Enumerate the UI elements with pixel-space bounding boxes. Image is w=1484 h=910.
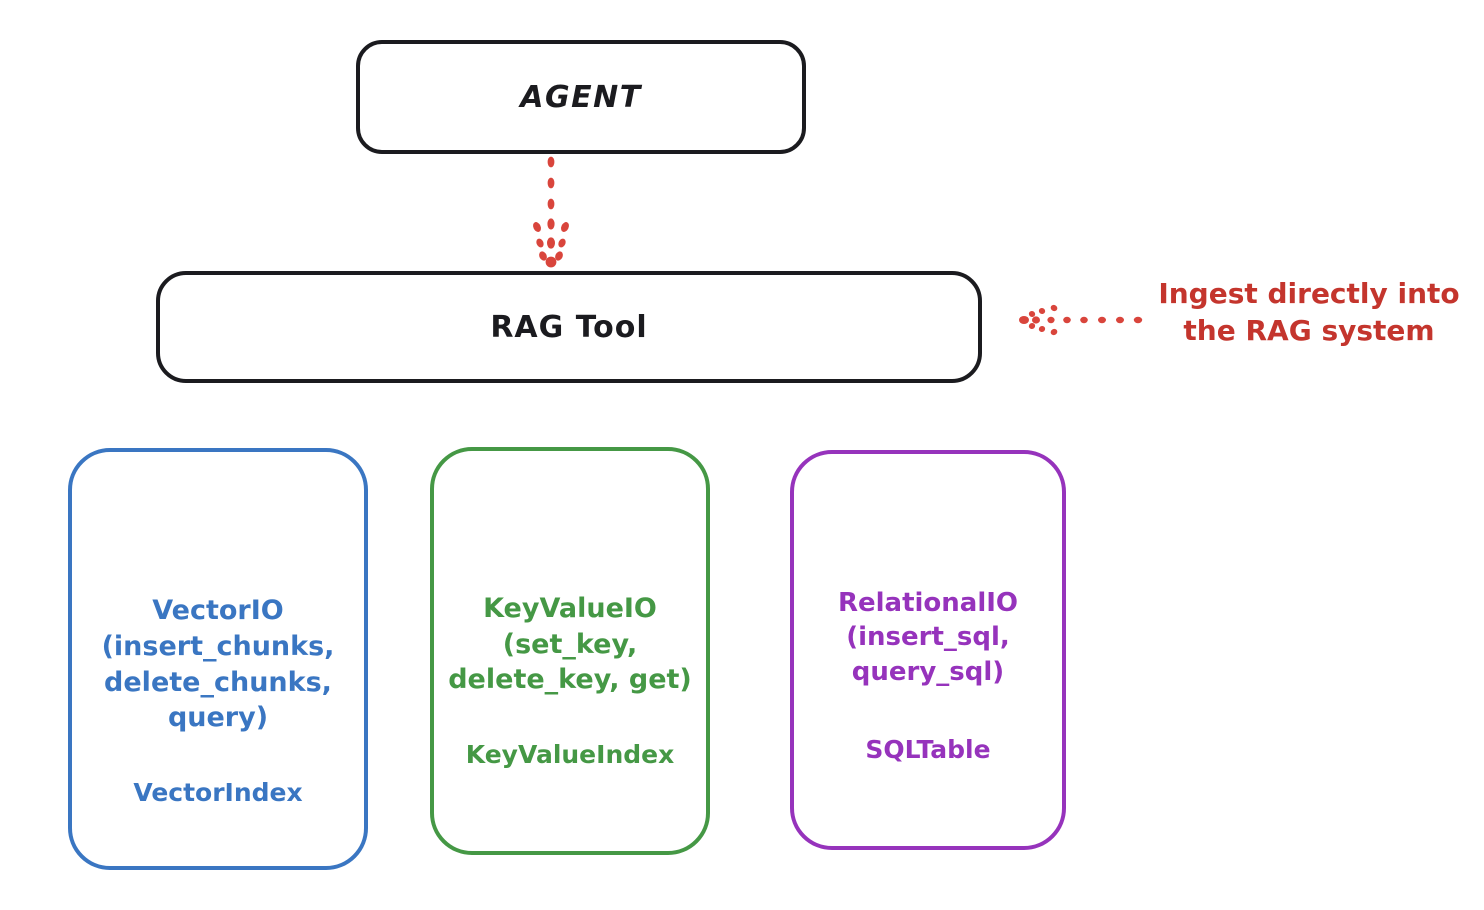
node-key-value-io-api-label: KeyValueIO (set_key, delete_key, get) — [448, 593, 692, 696]
node-rag-tool[interactable]: RAG Tool — [156, 271, 982, 383]
node-vector-io-index-label: VectorIndex — [133, 777, 303, 807]
node-vector-io[interactable]: VectorIO (insert_chunks, delete_chunks, … — [68, 448, 368, 870]
node-vector-io-api-label: VectorIO (insert_chunks, delete_chunks, … — [101, 595, 335, 734]
node-agent[interactable]: AGENT — [356, 40, 806, 154]
node-key-value-io[interactable]: KeyValueIO (set_key, delete_key, get) Ke… — [430, 447, 710, 855]
annotation-ingest-note: Ingest directly into the RAG system — [1158, 277, 1460, 347]
node-relational-io-api-label: RelationalIO (insert_sql, query_sql) — [837, 588, 1019, 687]
connector-ingest-to-rag-tool — [1019, 304, 1143, 336]
node-rag-tool-label: RAG Tool — [490, 309, 648, 345]
connector-agent-to-rag-tool — [533, 156, 569, 268]
node-agent-label: AGENT — [520, 79, 642, 115]
node-relational-io-index-label: SQLTable — [865, 734, 991, 764]
node-relational-io[interactable]: RelationalIO (insert_sql, query_sql) SQL… — [790, 450, 1066, 850]
node-key-value-io-index-label: KeyValueIndex — [465, 739, 675, 769]
